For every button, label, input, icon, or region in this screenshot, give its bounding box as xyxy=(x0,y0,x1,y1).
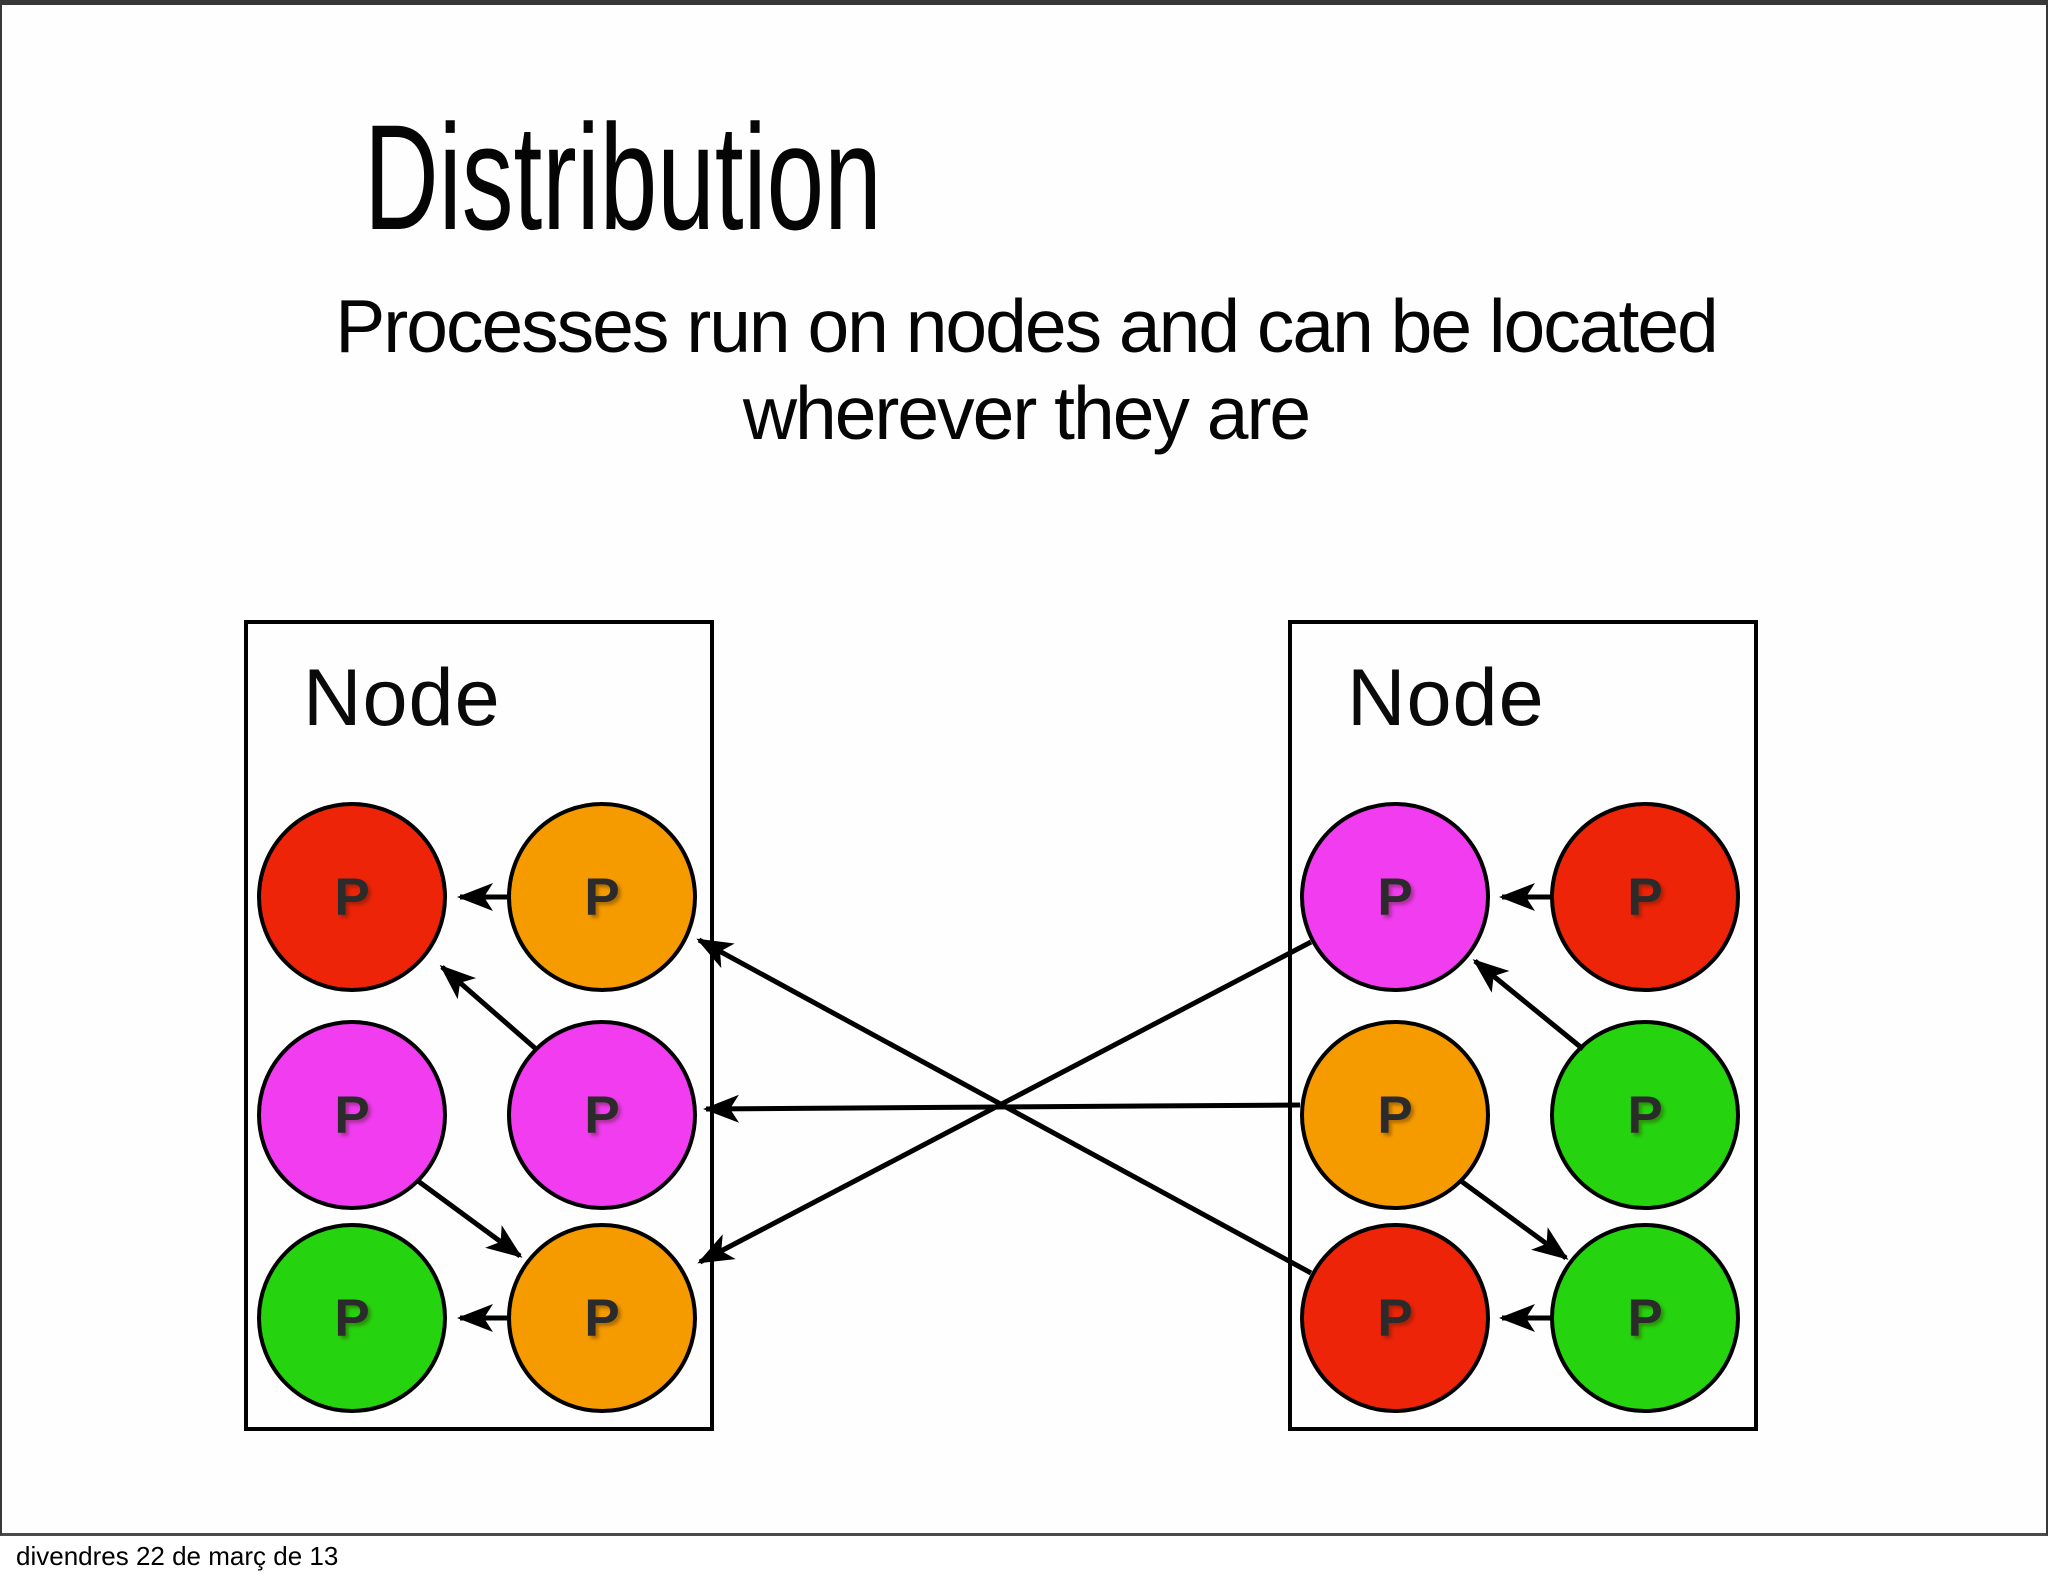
process-right-r1c1-magenta: P xyxy=(1300,802,1490,992)
process-label: P xyxy=(1377,1085,1413,1145)
process-label: P xyxy=(584,867,620,927)
process-label: P xyxy=(584,1085,620,1145)
slide-subtitle-line-2: wherever they are xyxy=(742,371,1311,455)
process-left-r3c2-orange: P xyxy=(507,1223,697,1413)
process-left-r2c2-magenta: P xyxy=(507,1020,697,1210)
process-right-r3c2-green: P xyxy=(1550,1223,1740,1413)
process-right-r2c1-orange: P xyxy=(1300,1020,1490,1210)
slide-title: Distribution xyxy=(364,93,882,261)
arrow-cross-right-red-r3-to-left-orange-r1 xyxy=(696,937,1313,1276)
node-label-right: Node xyxy=(1347,653,1545,743)
process-left-r2c1-magenta: P xyxy=(257,1020,447,1210)
process-label: P xyxy=(1377,1288,1413,1348)
process-label: P xyxy=(1377,867,1413,927)
process-label: P xyxy=(1627,1288,1663,1348)
footer-date: divendres 22 de març de 13 xyxy=(16,1541,339,1571)
arrow-cross-right-orange-r2-to-left-magenta-r2 xyxy=(703,1094,1301,1123)
node-label-left: Node xyxy=(303,653,501,743)
arrow-cross-right-magenta-r1-to-left-orange-r3 xyxy=(697,939,1313,1265)
process-label: P xyxy=(334,1085,370,1145)
process-left-r3c1-green: P xyxy=(257,1223,447,1413)
process-label: P xyxy=(1627,1085,1663,1145)
slide-subtitle: Processes run on nodes and can be locate… xyxy=(2,283,2048,457)
process-label: P xyxy=(334,867,370,927)
process-right-r3c1-red: P xyxy=(1300,1223,1490,1413)
process-left-r1c1-red: P xyxy=(257,802,447,992)
process-right-r2c2-green: P xyxy=(1550,1020,1740,1210)
slide-subtitle-line-1: Processes run on nodes and can be locate… xyxy=(335,284,1719,368)
process-label: P xyxy=(334,1288,370,1348)
process-right-r1c2-red: P xyxy=(1550,802,1740,992)
process-left-r1c2-orange: P xyxy=(507,802,697,992)
process-label: P xyxy=(584,1288,620,1348)
slide-frame: Distribution Processes run on nodes and … xyxy=(0,0,2048,1536)
process-label: P xyxy=(1627,867,1663,927)
